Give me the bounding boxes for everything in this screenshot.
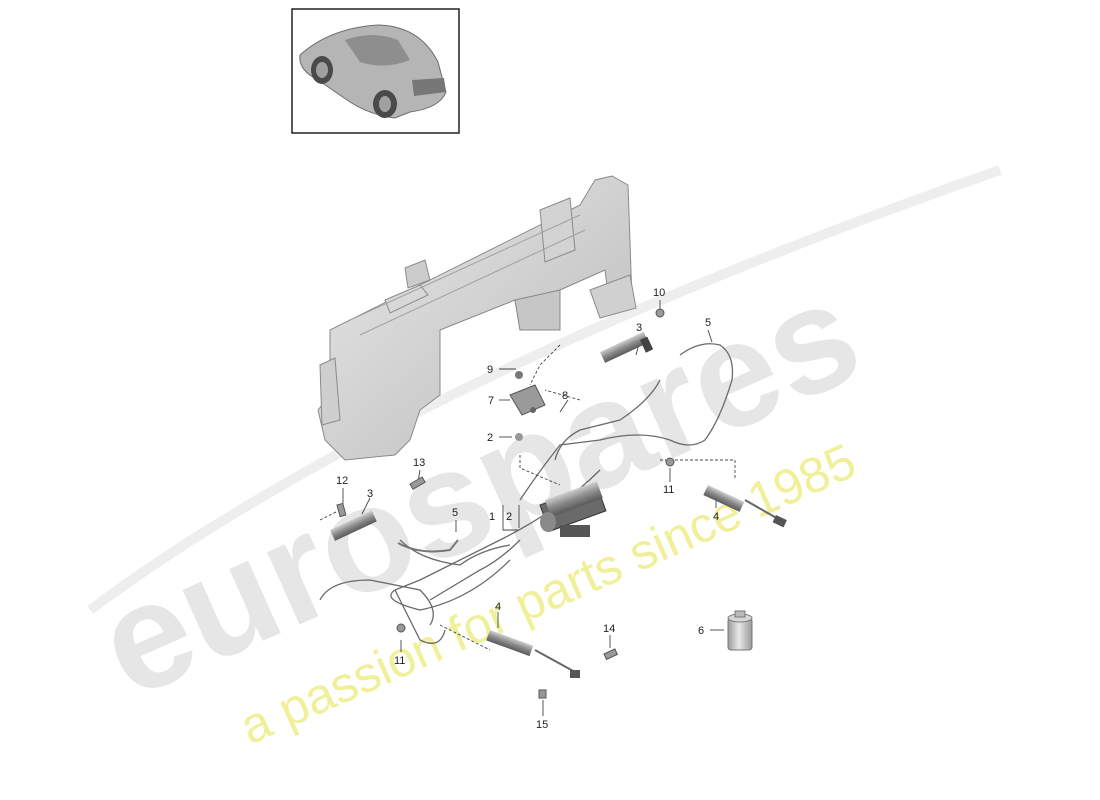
thumbnail-frame bbox=[291, 8, 460, 134]
cable-left bbox=[397, 539, 459, 553]
callout-4-right: 4 bbox=[713, 511, 719, 523]
callout-14: 14 bbox=[603, 623, 615, 635]
cylinder-left bbox=[330, 510, 377, 541]
car-icon bbox=[299, 24, 447, 119]
callout-11-bottom: 11 bbox=[394, 655, 405, 667]
callout-8: 8 bbox=[562, 390, 568, 402]
callout-15: 15 bbox=[536, 719, 548, 731]
fasteners bbox=[336, 308, 675, 699]
callout-11-right: 11 bbox=[663, 484, 674, 496]
callout-5-left: 5 bbox=[452, 507, 458, 519]
cylinder-upper bbox=[600, 331, 654, 363]
callout-4-bottom: 4 bbox=[495, 601, 501, 613]
callout-6: 6 bbox=[698, 625, 704, 637]
pump-unit bbox=[539, 481, 607, 537]
callout-2-bracket: 2 bbox=[487, 432, 493, 444]
fluid-bottle bbox=[727, 610, 753, 651]
actuator-bottom bbox=[486, 630, 580, 678]
callout-9: 9 bbox=[487, 364, 493, 376]
callout-2-pump: 2 bbox=[506, 511, 512, 523]
callout-10: 10 bbox=[653, 287, 665, 299]
actuator-right bbox=[703, 485, 787, 528]
leader-lines bbox=[319, 300, 736, 716]
callout-7: 7 bbox=[488, 395, 494, 407]
roof-frame-structure bbox=[317, 175, 637, 461]
callout-3-upper: 3 bbox=[636, 322, 642, 334]
callout-12: 12 bbox=[336, 475, 348, 487]
callout-3-left: 3 bbox=[367, 488, 373, 500]
callout-13: 13 bbox=[413, 457, 425, 469]
callout-5-upper: 5 bbox=[705, 317, 711, 329]
callout-1: 1 bbox=[489, 511, 495, 523]
callout-labels: 1 2 2 3 3 4 4 5 5 6 7 8 9 10 11 11 12 13… bbox=[336, 287, 719, 731]
watermark-swoosh bbox=[87, 165, 1002, 615]
bracket bbox=[509, 371, 546, 441]
